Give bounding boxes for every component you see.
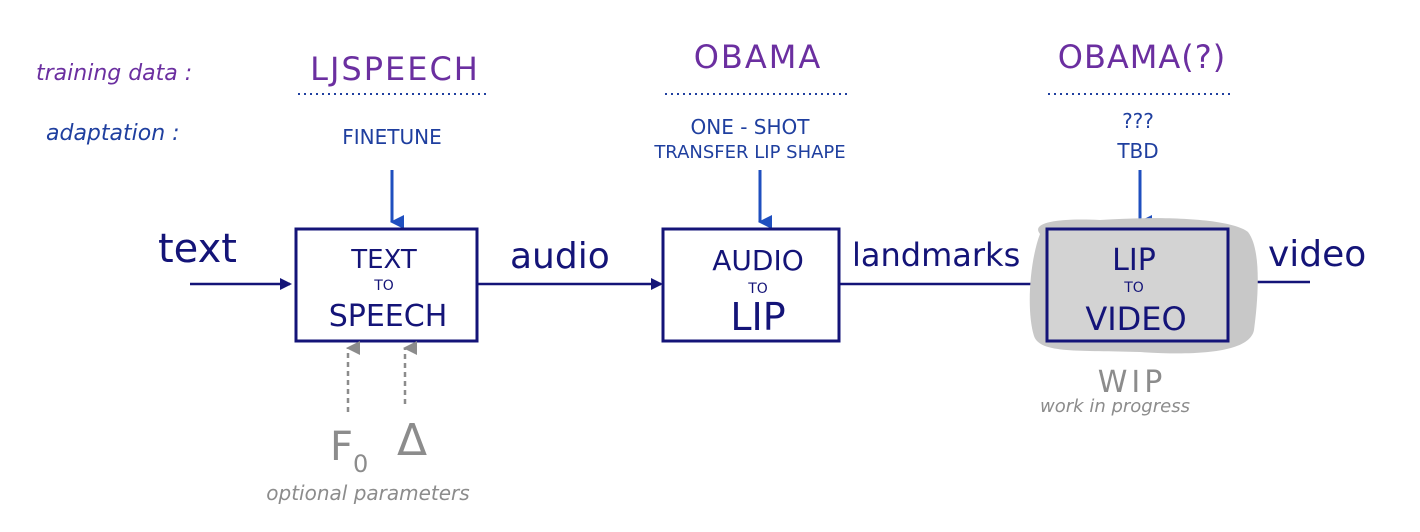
f0-label: F0 [330, 424, 368, 478]
tts-block-line-3: SPEECH [329, 299, 448, 334]
delta-symbol: Δ [397, 415, 427, 466]
tts-training-label: LJSPEECH [310, 50, 480, 88]
a2l-block: AUDIO TO LIP [661, 227, 841, 343]
audio-label: audio [510, 236, 610, 277]
a2l-adaptation-line-1: ONE - SHOT [691, 115, 811, 139]
l2v-adaptation-line-2: TBD [1116, 139, 1158, 163]
f0-letter: F [330, 424, 353, 470]
a2l-block-line-1: AUDIO [712, 244, 804, 277]
l2v-training-label: OBAMA(?) [1058, 38, 1226, 76]
l2v-adaptation-line-1: ??? [1122, 109, 1154, 133]
landmarks-label: landmarks [852, 236, 1020, 274]
optional-parameters-caption: optional parameters [266, 481, 469, 505]
wip-note: work in progress [1040, 396, 1190, 417]
training-data-label: training data : [36, 61, 192, 86]
tts-block: TEXT TO SPEECH [294, 227, 479, 343]
tts-block-line-1: TEXT [350, 245, 417, 275]
tts-block-line-2: TO [373, 278, 394, 294]
f0-subscript: 0 [353, 450, 368, 478]
adaptation-label: adaptation : [46, 121, 180, 146]
output-label: video [1268, 234, 1366, 275]
l2v-block-line-1: LIP [1112, 243, 1156, 278]
a2l-block-line-2: TO [747, 281, 768, 297]
a2l-adaptation-line-2: TRANSFER LIP SHAPE [653, 142, 845, 163]
tts-adaptation-line-1: FINETUNE [342, 125, 441, 149]
l2v-block-line-2: TO [1123, 280, 1144, 296]
input-label: text [158, 226, 237, 272]
l2v-block: LIP TO VIDEO [1029, 218, 1258, 354]
a2l-block-line-3: LIP [730, 295, 785, 339]
l2v-block-line-3: VIDEO [1085, 300, 1186, 338]
a2l-training-label: OBAMA [694, 38, 823, 76]
wip-label: WIP [1098, 365, 1167, 400]
